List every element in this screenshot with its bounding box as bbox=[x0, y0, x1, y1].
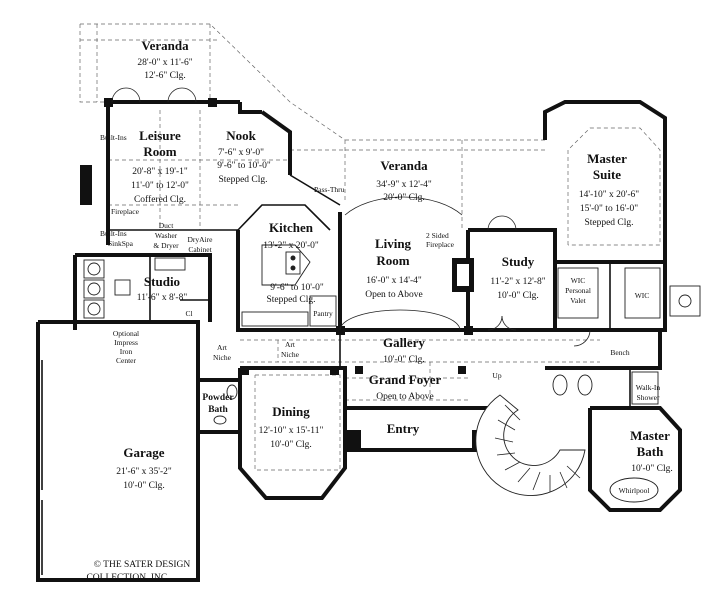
note-wic-personal-2: Personal bbox=[565, 286, 591, 295]
note-duct-1: Duct bbox=[159, 221, 174, 230]
veranda-mid-dims: 34'-9" x 12'-4" bbox=[376, 180, 432, 190]
study-dims: 11'-2" x 12'-8" bbox=[490, 277, 545, 287]
nook-clg-2: Stepped Clg. bbox=[218, 175, 267, 185]
note-fireplace: Fireplace bbox=[111, 207, 140, 216]
master-suite-clg-1: 15'-0" to 16'-0" bbox=[580, 204, 638, 214]
note-pantry: Pantry bbox=[313, 309, 333, 318]
veranda-mid-name: Veranda bbox=[380, 158, 428, 173]
note-bench: Bench bbox=[610, 348, 629, 357]
grand-foyer-name: Grand Foyer bbox=[369, 372, 442, 387]
garage-dims: 21'-6" x 35'-2" bbox=[116, 467, 172, 477]
powder-name-1: Powder bbox=[202, 393, 234, 403]
entry-name: Entry bbox=[387, 421, 420, 436]
note-duct-3: & Dryer bbox=[153, 241, 179, 250]
copyright-line-2: COLLECTION, INC. bbox=[86, 573, 169, 583]
master-bath-name-2: Bath bbox=[637, 444, 665, 459]
dining-clg: 10'-0" Clg. bbox=[270, 440, 311, 450]
master-suite-name-2: Suite bbox=[593, 167, 621, 182]
gallery-outline bbox=[240, 339, 600, 400]
note-optional-4: Center bbox=[116, 356, 136, 365]
leisure-clg-1: 11'-0" to 12'-0" bbox=[131, 181, 189, 191]
gallery-name: Gallery bbox=[383, 335, 425, 350]
studio-name: Studio bbox=[144, 274, 180, 289]
note-dryaire-2: Cabinet bbox=[188, 245, 212, 254]
note-two-sided-2: Fireplace bbox=[426, 240, 455, 249]
nook-name: Nook bbox=[226, 128, 256, 143]
leisure-ceiling-outline bbox=[108, 110, 290, 230]
note-whirlpool: Whirlpool bbox=[619, 486, 650, 495]
veranda-top-outline bbox=[79, 23, 346, 141]
door-swings bbox=[111, 87, 591, 347]
note-art-niche-left-2: Niche bbox=[213, 353, 232, 362]
nook-clg-1: 9'-6" to 10'-0" bbox=[217, 161, 271, 171]
dining-dims: 12'-10" x 15'-11" bbox=[259, 426, 324, 436]
kitchen-clg-1: 9'-6" to 10'-0" bbox=[270, 283, 324, 293]
master-suite-name-1: Master bbox=[587, 151, 627, 166]
master-bath-clg: 10'-0" Clg. bbox=[631, 464, 672, 474]
note-art-niche-mid-1: Art bbox=[285, 340, 296, 349]
living-dims: 16'-0" x 14'-4" bbox=[366, 276, 422, 286]
note-cl: Cl bbox=[185, 309, 192, 318]
garage-name: Garage bbox=[123, 445, 164, 460]
veranda-top-name: Veranda bbox=[141, 38, 189, 53]
master-bath-fixtures bbox=[552, 371, 659, 503]
note-wic-personal-3: Valet bbox=[570, 296, 586, 305]
note-walk-in-1: Walk-In bbox=[636, 383, 661, 392]
leisure-name-2: Room bbox=[143, 144, 176, 159]
two-sided-fireplace bbox=[452, 258, 474, 292]
study-name: Study bbox=[502, 254, 535, 269]
note-optional-3: Iron bbox=[120, 347, 133, 356]
note-wic-personal-1: WIC bbox=[571, 276, 586, 285]
note-wic: WIC bbox=[635, 291, 650, 300]
note-art-niche-mid-2: Niche bbox=[281, 350, 300, 359]
leisure-dims: 20'-8" x 19'-1" bbox=[132, 167, 188, 177]
master-suite-ceiling-outline bbox=[567, 127, 661, 246]
master-suite-dims: 14'-10" x 20'-6" bbox=[579, 190, 639, 200]
powder-fixtures bbox=[213, 384, 238, 425]
interior-walls bbox=[108, 229, 631, 408]
master-wic-boxes bbox=[557, 267, 701, 319]
gallery-clg: 10'-0" Clg. bbox=[383, 355, 424, 365]
copyright-line-1: © THE SATER DESIGN bbox=[94, 559, 191, 570]
master-suite-clg-2: Stepped Clg. bbox=[584, 218, 633, 228]
leisure-fireplace bbox=[80, 165, 92, 205]
veranda-mid-outline bbox=[290, 139, 545, 230]
leisure-name-1: Leisure bbox=[139, 128, 181, 143]
dining-name: Dining bbox=[272, 404, 310, 419]
studio-dims: 11'-6" x 8'-8" bbox=[137, 293, 188, 303]
living-name-2: Room bbox=[376, 253, 409, 268]
note-walk-in-2: Shower bbox=[637, 393, 660, 402]
note-art-niche-left-1: Art bbox=[217, 343, 228, 352]
garage-clg: 10'-0" Clg. bbox=[123, 481, 164, 491]
living-name-1: Living bbox=[375, 236, 412, 251]
living-clg: Open to Above bbox=[365, 290, 423, 300]
note-two-sided-1: 2 Sided bbox=[426, 231, 449, 240]
study-clg: 10'-0" Clg. bbox=[497, 291, 538, 301]
note-up: Up bbox=[492, 371, 501, 380]
note-dryaire-1: DryAire bbox=[188, 235, 214, 244]
note-built-ins-top: Built-Ins bbox=[100, 133, 127, 142]
note-duct-2: Washer bbox=[155, 231, 178, 240]
veranda-top-dims: 28'-0" x 11'-6" bbox=[137, 58, 192, 68]
veranda-mid-clg: 20'-0" Clg. bbox=[383, 193, 424, 203]
staircase bbox=[475, 394, 586, 496]
laundry-appliances bbox=[83, 257, 186, 319]
note-built-ins-sink: Built-Ins bbox=[100, 229, 127, 238]
veranda-top-clg: 12'-6" Clg. bbox=[144, 71, 185, 81]
master-bath-name-1: Master bbox=[630, 428, 670, 443]
kitchen-island bbox=[241, 244, 337, 327]
grand-foyer-clg: Open to Above bbox=[376, 392, 434, 402]
note-pass-thru: Pass-Thru bbox=[314, 185, 345, 194]
kitchen-dims: 13'-2" x 20'-0" bbox=[263, 241, 319, 251]
kitchen-name: Kitchen bbox=[269, 220, 314, 235]
powder-name-2: Bath bbox=[208, 405, 228, 415]
note-optional-2: Impress bbox=[114, 338, 138, 347]
nook-dims: 7'-6" x 9'-0" bbox=[218, 148, 264, 158]
note-optional-1: Optional bbox=[113, 329, 139, 338]
kitchen-clg-2: Stepped Clg. bbox=[266, 295, 315, 305]
leisure-clg-2: Coffered Clg. bbox=[134, 194, 186, 205]
dining-ceiling-outline bbox=[254, 374, 341, 471]
note-sink-spa: SinkSpa bbox=[108, 239, 134, 248]
